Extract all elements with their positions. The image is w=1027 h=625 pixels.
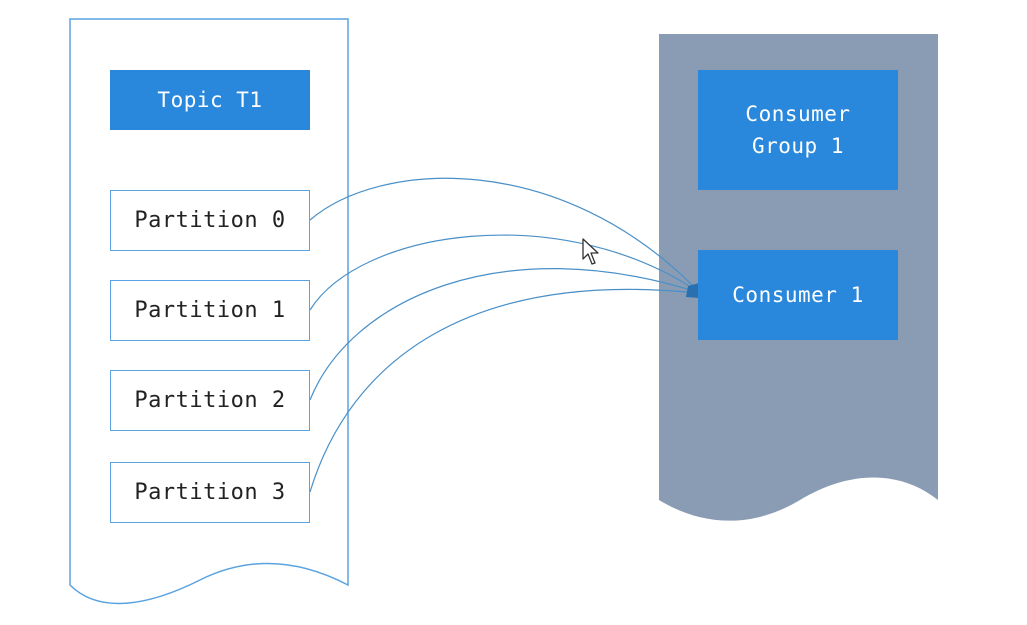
connector-arrowhead xyxy=(686,283,699,298)
partition-label: Partition 3 xyxy=(134,479,286,505)
consumer-group-title: Consumer Group 1 xyxy=(745,102,851,158)
consumer-box-1: Consumer 1 xyxy=(698,250,898,340)
partition-box-3: Partition 3 xyxy=(110,462,310,523)
connectors xyxy=(309,177,698,493)
topic-title: Topic T1 xyxy=(157,88,263,112)
mouse-pointer-icon xyxy=(582,238,599,265)
connector-partition-2 xyxy=(309,268,698,401)
partition-label: Partition 2 xyxy=(134,387,286,413)
connector-partition-3 xyxy=(309,288,698,493)
consumer-group-title-box: Consumer Group 1 xyxy=(698,70,898,190)
connector-partition-1 xyxy=(309,234,698,311)
partition-box-0: Partition 0 xyxy=(110,190,310,251)
partition-box-1: Partition 1 xyxy=(110,280,310,341)
connector-partition-0 xyxy=(309,177,698,291)
partition-label: Partition 1 xyxy=(134,297,286,323)
consumer-label: Consumer 1 xyxy=(732,283,864,307)
topic-title-box: Topic T1 xyxy=(110,70,310,130)
partition-label: Partition 0 xyxy=(134,207,286,233)
partition-box-2: Partition 2 xyxy=(110,370,310,431)
